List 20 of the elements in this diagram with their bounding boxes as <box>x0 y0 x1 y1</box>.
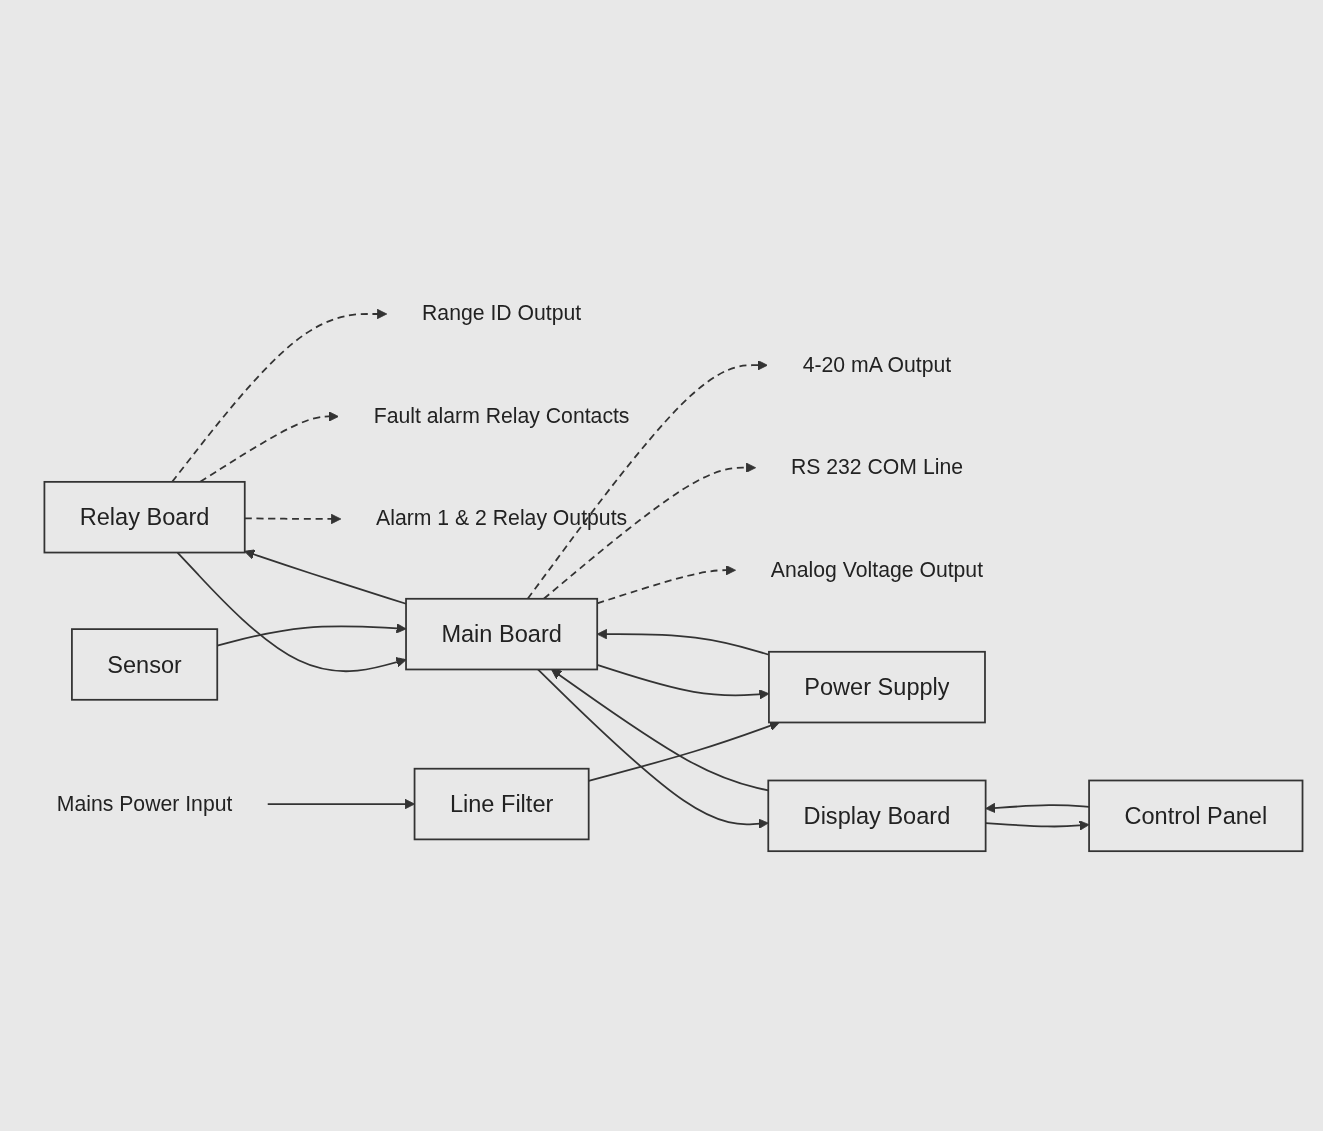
node-box: Main Board <box>404 597 598 671</box>
arrow <box>176 551 406 672</box>
arrow <box>266 798 415 809</box>
node-box: Control Panel <box>1087 779 1303 852</box>
node-box: Sensor <box>70 627 218 701</box>
arrow <box>170 308 387 483</box>
node-box: Relay Board <box>43 480 246 554</box>
node-text: Range ID Output <box>421 301 581 325</box>
node-text: Analog Voltage Output <box>770 557 983 582</box>
arrow <box>198 411 339 483</box>
arrow <box>526 359 768 600</box>
node-text: RS 232 COM Line <box>790 455 963 479</box>
node-text: Alarm 1 & 2 Relay Outputs <box>375 506 627 530</box>
node-box: Line Filter <box>413 767 590 840</box>
arrow <box>542 462 756 600</box>
node-box: Power Supply <box>767 650 986 724</box>
node-text: Mains Power Input <box>56 791 232 815</box>
node-text: Fault alarm Relay Contacts <box>373 403 629 428</box>
node-box: Display Board <box>766 779 987 852</box>
node-text: 4-20 mA Output <box>802 352 951 377</box>
